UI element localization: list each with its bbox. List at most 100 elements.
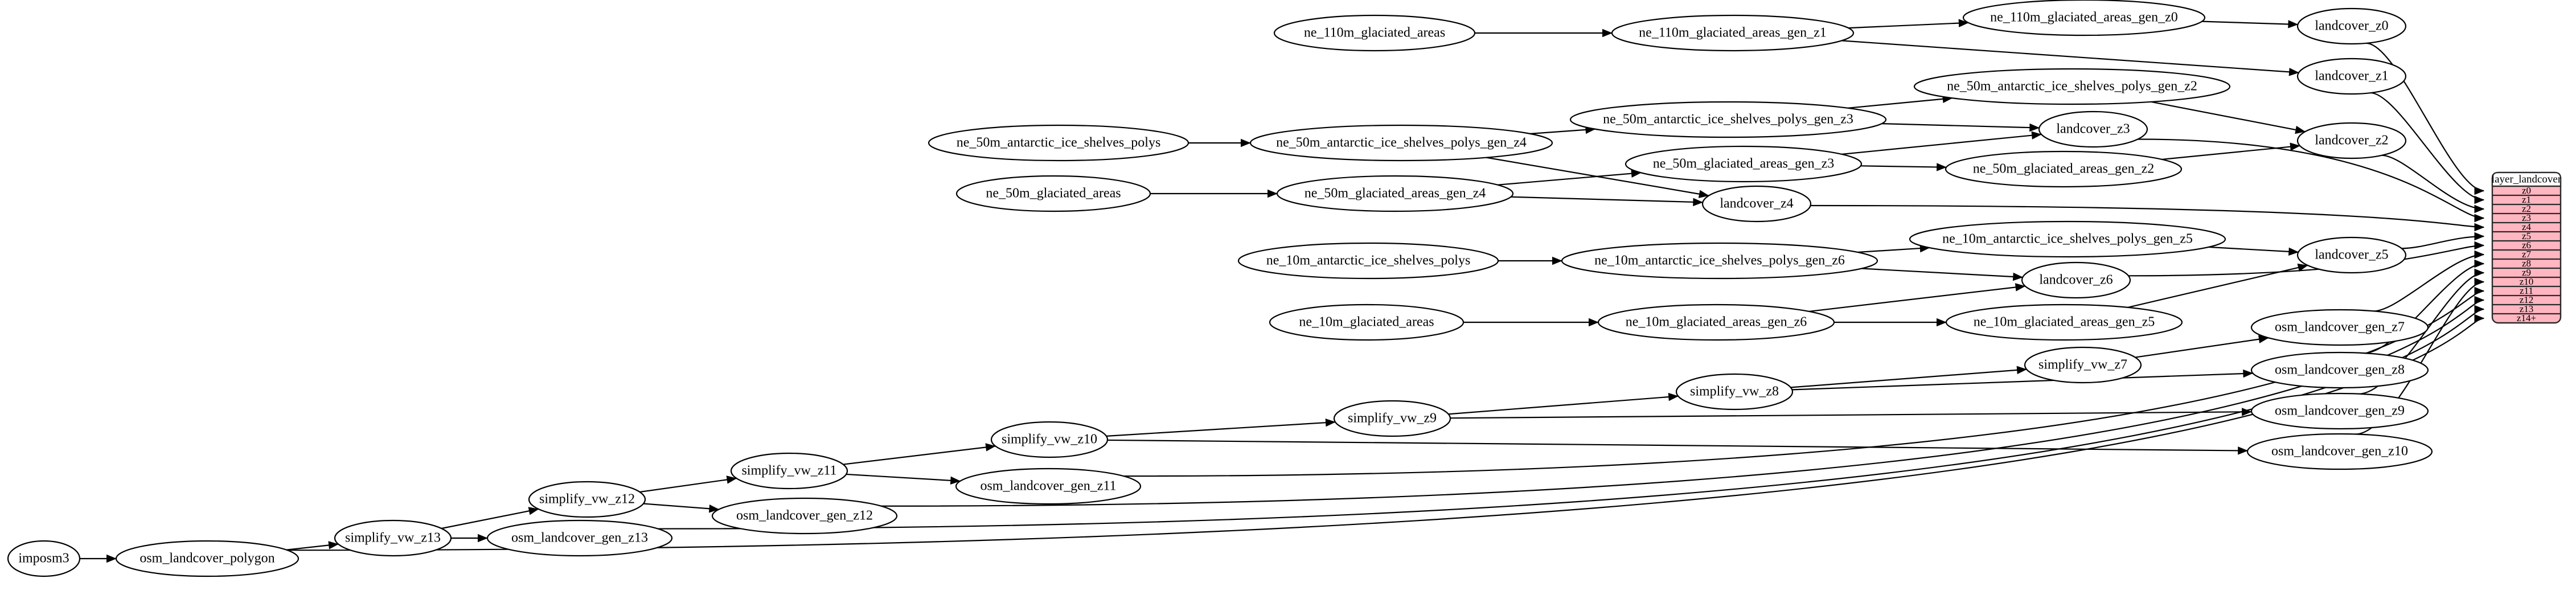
node-landcover_z2[interactable]: landcover_z2 — [2296, 122, 2407, 159]
node-landcover_z4[interactable]: landcover_z4 — [1701, 185, 1812, 223]
edge-line — [287, 317, 2484, 551]
edge-ne_110m_glaciated_areas--to--ne_110m_glaciated_areas_gen_z1 — [1475, 28, 1613, 38]
node-imposm3[interactable]: imposm3 — [7, 540, 81, 577]
node-shape — [2246, 433, 2433, 470]
edge-ne_50m_antarctic_ice_shelves_polys_gen_z3--to--ne_50m_antarctic_ice_shelves_polys_gen_z2 — [1848, 95, 1953, 109]
node-label: ne_50m_glaciated_areas_gen_z3 — [1653, 157, 1835, 171]
node-simplify_vw_z11[interactable]: simplify_vw_z11 — [730, 452, 848, 490]
edge-ne_50m_antarctic_ice_shelves_polys--to--ne_50m_antarctic_ice_shelves_polys_gen_z4 — [1188, 138, 1251, 147]
node-ne_50m_antarctic_ice_shelves_polys_gen_z2[interactable]: ne_50m_antarctic_ice_shelves_polys_gen_z… — [1913, 68, 2231, 105]
edge-line — [1123, 290, 2484, 477]
edge-line — [1848, 22, 1968, 29]
node-landcover_z1[interactable]: landcover_z1 — [2296, 58, 2407, 95]
record-row-label-z8: z8 — [2522, 258, 2531, 269]
node-label: simplify_vw_z13 — [345, 531, 441, 546]
node-ne_110m_glaciated_areas_gen_z0[interactable]: ne_110m_glaciated_areas_gen_z0 — [1962, 0, 2206, 36]
edge-arrowhead — [1668, 392, 1679, 401]
node-simplify_vw_z12[interactable]: simplify_vw_z12 — [528, 481, 646, 518]
node-simplify_vw_z13[interactable]: simplify_vw_z13 — [334, 519, 452, 557]
node-ne_50m_glaciated_areas_gen_z4[interactable]: ne_50m_glaciated_areas_gen_z4 — [1276, 175, 1514, 212]
edge-line — [1860, 165, 1946, 168]
node-ne_110m_glaciated_areas_gen_z1[interactable]: ne_110m_glaciated_areas_gen_z1 — [1611, 14, 1855, 52]
node-shape — [528, 481, 646, 518]
node-ne_110m_glaciated_areas[interactable]: ne_110m_glaciated_areas — [1273, 14, 1476, 52]
node-shape — [955, 175, 1151, 212]
node-simplify_vw_z10[interactable]: simplify_vw_z10 — [990, 421, 1109, 458]
node-shape — [115, 540, 300, 577]
node-osm_landcover_gen_z9[interactable]: osm_landcover_gen_z9 — [2250, 392, 2429, 430]
node-ne_50m_glaciated_areas[interactable]: ne_50m_glaciated_areas — [955, 175, 1151, 212]
node-shape — [7, 540, 81, 577]
node-shape — [1913, 68, 2231, 105]
edge-imposm3--to--osm_landcover_polygon — [80, 554, 117, 563]
edge-arrowhead — [328, 541, 339, 550]
node-ne_50m_antarctic_ice_shelves_polys_gen_z3[interactable]: ne_50m_antarctic_ice_shelves_polys_gen_z… — [1569, 101, 1887, 138]
node-ne_50m_antarctic_ice_shelves_polys[interactable]: ne_50m_antarctic_ice_shelves_polys — [928, 124, 1189, 162]
node-label: ne_50m_glaciated_areas_gen_z2 — [1973, 162, 2155, 177]
record-row-label-z14+: z14+ — [2517, 313, 2536, 323]
edge-arrowhead — [708, 505, 720, 513]
node-label: osm_landcover_gen_z9 — [2275, 404, 2405, 419]
edge-ne_50m_antarctic_ice_shelves_polys_gen_z3--to--landcover_z3 — [1881, 123, 2040, 132]
node-simplify_vw_z8[interactable]: simplify_vw_z8 — [1675, 373, 1794, 411]
node-landcover_z0[interactable]: landcover_z0 — [2296, 7, 2407, 45]
edge-arrowhead — [2474, 223, 2485, 232]
node-ne_10m_antarctic_ice_shelves_polys[interactable]: ne_10m_antarctic_ice_shelves_polys — [1237, 242, 1499, 280]
edge-arrowhead — [2474, 214, 2485, 223]
edge-line — [658, 308, 2484, 530]
node-label: landcover_z2 — [2315, 133, 2388, 148]
node-ne_50m_glaciated_areas_gen_z2[interactable]: ne_50m_glaciated_areas_gen_z2 — [1945, 150, 2183, 188]
edge-arrowhead — [2474, 250, 2485, 259]
node-simplify_vw_z7[interactable]: simplify_vw_z7 — [2024, 346, 2142, 384]
edge-arrowhead — [2238, 446, 2249, 455]
node-ne_10m_glaciated_areas[interactable]: ne_10m_glaciated_areas — [1269, 304, 1465, 341]
node-ne_10m_antarctic_ice_shelves_polys_gen_z6[interactable]: ne_10m_antarctic_ice_shelves_polys_gen_z… — [1561, 242, 1878, 280]
node-shape — [1597, 304, 1835, 341]
node-ne_50m_antarctic_ice_shelves_polys_gen_z4[interactable]: ne_50m_antarctic_ice_shelves_polys_gen_z… — [1249, 124, 1553, 162]
node-simplify_vw_z9[interactable]: simplify_vw_z9 — [1333, 400, 1451, 437]
node-osm_landcover_gen_z12[interactable]: osm_landcover_gen_z12 — [711, 497, 898, 535]
node-label: ne_50m_glaciated_areas_gen_z4 — [1305, 186, 1486, 201]
edge-simplify_vw_z13--to--simplify_vw_z12 — [441, 507, 539, 530]
edge-line — [2202, 20, 2298, 26]
edge-ne_10m_glaciated_areas_gen_z6--to--ne_10m_glaciated_areas_gen_z5 — [1834, 318, 1947, 327]
node-label: landcover_z4 — [1720, 196, 1793, 211]
node-shape — [730, 452, 848, 490]
edge-arrowhead — [2474, 314, 2485, 323]
node-label: ne_110m_glaciated_areas_gen_z0 — [1990, 10, 2178, 25]
node-ne_50m_glaciated_areas_gen_z3[interactable]: ne_50m_glaciated_areas_gen_z3 — [1625, 145, 1863, 183]
edge-arrowhead — [1937, 163, 1947, 171]
edge-line — [2373, 253, 2484, 312]
node-label: osm_landcover_gen_z13 — [511, 531, 648, 546]
edge-line — [881, 299, 2484, 507]
node-shape — [2296, 58, 2407, 95]
edge-ne_10m_antarctic_ice_shelves_polys_gen_z5--to--landcover_z5 — [2208, 246, 2299, 256]
edge-osm_landcover_gen_z7--to--layer_landcover-z7 — [2373, 250, 2485, 312]
node-ne_10m_glaciated_areas_gen_z5[interactable]: ne_10m_glaciated_areas_gen_z5 — [1945, 304, 2183, 341]
edge-simplify_vw_z9--to--osm_landcover_gen_z9 — [1450, 408, 2252, 419]
edge-arrowhead — [2288, 68, 2299, 76]
node-landcover_z3[interactable]: landcover_z3 — [2038, 110, 2148, 148]
node-osm_landcover_gen_z7[interactable]: osm_landcover_gen_z7 — [2250, 309, 2429, 346]
node-osm_landcover_gen_z10[interactable]: osm_landcover_gen_z10 — [2246, 433, 2433, 470]
node-label: ne_10m_glaciated_areas — [1299, 315, 1434, 330]
edge-simplify_vw_z8--to--osm_landcover_gen_z8 — [1792, 369, 2254, 391]
edge-ne_10m_antarctic_ice_shelves_polys_gen_z6--to--ne_10m_antarctic_ice_shelves_polys_gen_z5 — [1857, 244, 1930, 253]
edge-arrowhead — [1589, 318, 1599, 327]
node-label: ne_10m_glaciated_areas_gen_z6 — [1626, 315, 1807, 330]
node-landcover_z6[interactable]: landcover_z6 — [2021, 261, 2131, 299]
edge-line — [1530, 128, 1595, 134]
node-ne_10m_antarctic_ice_shelves_polys_gen_z5[interactable]: ne_10m_antarctic_ice_shelves_polys_gen_z… — [1909, 220, 2226, 258]
node-ne_10m_glaciated_areas_gen_z6[interactable]: ne_10m_glaciated_areas_gen_z6 — [1597, 304, 1835, 341]
node-shape — [1611, 14, 1855, 52]
node-shape — [2250, 309, 2429, 346]
node-osm_landcover_gen_z13[interactable]: osm_landcover_gen_z13 — [486, 519, 673, 557]
edge-line — [1106, 421, 1335, 437]
node-label: simplify_vw_z9 — [1348, 411, 1437, 426]
node-landcover_z5[interactable]: landcover_z5 — [2296, 236, 2407, 274]
edge-arrowhead — [1937, 318, 1947, 327]
node-osm_landcover_gen_z8[interactable]: osm_landcover_gen_z8 — [2250, 351, 2429, 389]
node-osm_landcover_polygon[interactable]: osm_landcover_polygon — [115, 540, 300, 577]
node-osm_landcover_gen_z11[interactable]: osm_landcover_gen_z11 — [955, 468, 1142, 505]
node-shape — [1561, 242, 1878, 280]
